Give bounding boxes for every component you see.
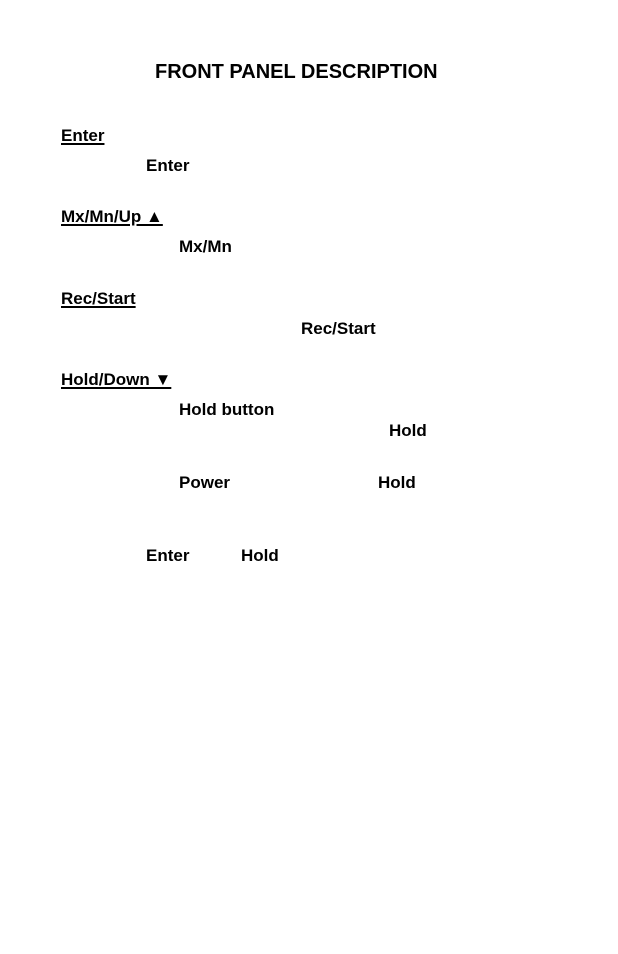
inline-term-mx-mn: Mx/Mn <box>179 237 232 256</box>
inline-term-footer-hold: Hold <box>241 546 279 565</box>
inline-term-hold-1: Hold <box>389 421 427 440</box>
inline-term-footer-enter: Enter <box>146 546 190 565</box>
section-heading-hold-down: Hold/Down ▼ <box>61 370 172 389</box>
page-title: FRONT PANEL DESCRIPTION <box>155 61 438 83</box>
section-heading-mx-mn-up: Mx/Mn/Up ▲ <box>61 207 163 226</box>
section-heading-rec-start: Rec/Start <box>61 289 136 308</box>
inline-term-power: Power <box>179 473 231 492</box>
inline-term-rec-start: Rec/Start <box>301 319 376 338</box>
section-heading-enter: Enter <box>61 126 105 145</box>
inline-term-enter: Enter <box>146 156 190 175</box>
inline-term-hold-2: Hold <box>378 473 416 492</box>
inline-term-hold-button: Hold button <box>179 400 275 419</box>
